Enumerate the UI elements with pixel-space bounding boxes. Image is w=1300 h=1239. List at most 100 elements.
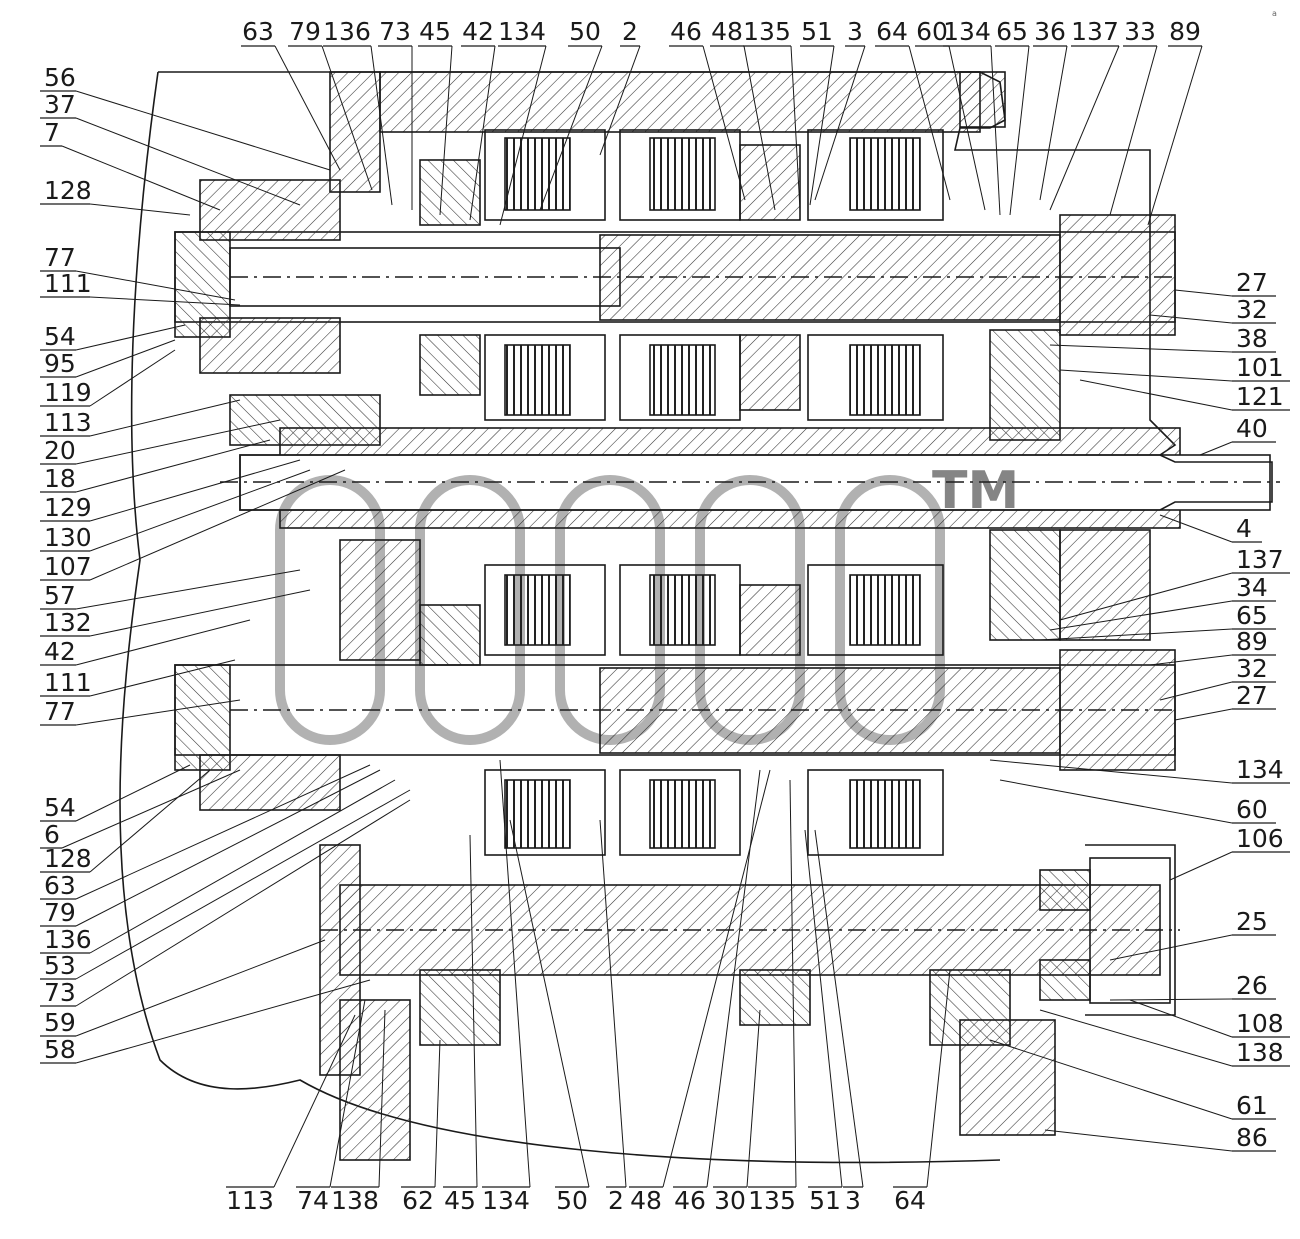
callout-left-7: 7 [40,118,221,211]
callout-bottom-leader [814,829,864,1188]
callout-bottom-label: 135 [748,1186,796,1215]
callout-top-label: 60 [916,17,948,46]
callout-left-label: 136 [44,925,92,954]
callout-top-label: 48 [711,17,743,46]
callout-right-101: 101 [1059,353,1290,382]
callout-bottom-leader [273,1014,356,1188]
callout-bottom-51: 51 [804,829,843,1215]
callout-left-54: 54 [40,322,186,351]
callout-right-60: 60 [999,779,1276,824]
callout-top-leader [1039,45,1068,201]
callout-left-132: 132 [40,589,311,637]
callout-bottom-leader [746,1009,761,1188]
callout-left-label: 42 [44,637,76,666]
callout-right-108: 108 [1129,999,1290,1038]
callout-left-37: 37 [40,90,301,206]
callout-bottom-label: 74 [297,1186,329,1215]
callout-left-111: 111 [40,269,241,306]
callout-bottom-leader [434,1039,441,1188]
callout-top-63: 63 [241,17,341,171]
callout-right-label: 138 [1236,1038,1284,1067]
drawing-body [119,71,1280,1164]
callout-left-130: 130 [40,469,311,552]
callout-left-label: 20 [44,436,76,465]
callout-left-leader [89,469,346,581]
callout-top-label: 50 [569,17,601,46]
callout-right-label: 108 [1236,1009,1284,1038]
callout-top-leader [1049,45,1120,211]
callout-bottom-label: 45 [444,1186,476,1215]
callout-top-79: 79 [288,17,373,191]
callout-left-56: 56 [40,63,331,171]
callout-left-113: 113 [40,399,241,437]
callout-bottom-label: 3 [845,1186,861,1215]
callout-right-leader [1109,998,1233,1001]
callout-right-label: 61 [1236,1091,1268,1120]
callout-right-label: 89 [1236,627,1268,656]
callout-left-136: 136 [40,779,396,954]
callout-top-51: 51 [800,17,835,206]
callout-left-label: 113 [44,408,92,437]
callout-top-89: 89 [1147,17,1203,226]
callout-bottom-113: 113 [226,1014,356,1215]
callout-right-89: 89 [1149,627,1276,666]
callout-right-leader [989,1039,1233,1120]
callout-left-leader [89,203,191,216]
callout-right-leader [1199,441,1233,456]
callout-top-label: 89 [1169,17,1201,46]
callout-top-leader [1009,45,1030,216]
callout-left-label: 18 [44,464,76,493]
callout-right-leader [1159,681,1233,701]
callout-right-label: 25 [1236,907,1268,936]
callout-right-134: 134 [989,755,1290,784]
callout-left-leader [61,145,221,211]
callout-top-label: 3 [847,17,863,46]
callout-top-36: 36 [1033,17,1068,201]
callout-top-45: 45 [418,17,453,216]
callout-top-label: 135 [743,17,791,46]
callout-right-leader [1059,572,1233,621]
callout-bottom-134: 134 [482,759,531,1215]
callout-right-65: 65 [1039,601,1276,641]
callout-bottom-label: 2 [608,1186,624,1215]
callout-left-128: 128 [40,176,191,216]
callout-left-label: 6 [44,820,60,849]
callout-right-34: 34 [1049,573,1276,631]
callout-right-32: 32 [1159,654,1276,701]
callout-right-label: 27 [1236,681,1268,710]
callout-top-label: 45 [419,17,451,46]
callout-right-label: 134 [1236,755,1284,784]
callout-left-label: 107 [44,552,92,581]
callout-left-label: 111 [44,668,92,697]
callout-bottom-leader [926,969,951,1188]
callout-left-leader [75,979,371,1064]
callout-left-leader [75,769,381,927]
callout-top-50: 50 [539,17,603,211]
callout-left-leader [75,764,191,822]
callout-left-leader [75,764,371,900]
callout-left-leader [75,939,326,1037]
callout-right-61: 61 [989,1039,1276,1120]
callout-right-4: 4 [1159,514,1262,543]
callout-left-129: 129 [40,459,301,522]
callout-left-leader [89,769,211,873]
callout-left-leader [75,90,331,171]
callout-right-leader [1049,344,1233,353]
callout-left-leader [75,699,241,726]
callout-bottom-label: 138 [331,1186,379,1215]
callout-bottom-2: 2 [599,819,627,1215]
callout-bottom-50: 50 [509,819,590,1215]
callout-left-label: 119 [44,378,92,407]
callouts-right: 2732381011214041373465893227134601062526… [989,268,1290,1152]
callout-top-label: 137 [1071,17,1119,46]
callout-right-leader [1169,851,1233,881]
callout-left-label: 130 [44,523,92,552]
callout-top-leader [599,45,641,156]
callout-left-79: 79 [40,769,381,927]
callout-left-label: 63 [44,871,76,900]
callout-right-leader [1039,1009,1233,1067]
callout-bottom-leader [499,759,531,1188]
callout-right-label: 26 [1236,971,1268,1000]
callout-top-136: 136 [323,17,393,206]
